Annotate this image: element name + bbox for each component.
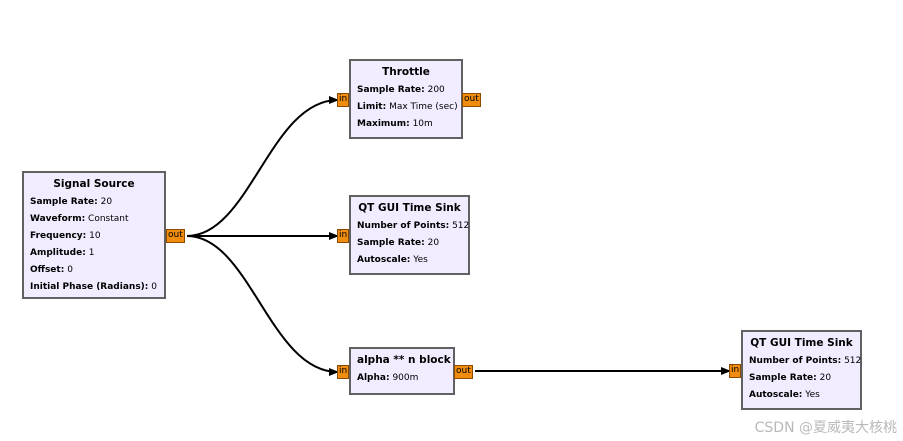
param-row: Sample Rate: 200: [357, 82, 455, 99]
alpha-block-in-port[interactable]: in: [337, 365, 350, 379]
param-row: Sample Rate: 20: [749, 370, 854, 387]
param-row: Number of Points: 512: [357, 218, 469, 235]
param-value: 10m: [412, 119, 433, 129]
signal-source-block[interactable]: Signal Source Sample Rate: 20 Waveform: …: [22, 171, 166, 299]
param-value: 20: [819, 373, 832, 383]
param-row: Waveform: Constant: [30, 211, 158, 228]
param-row: Maximum: 10m: [357, 116, 455, 133]
block-title: Throttle: [382, 66, 430, 78]
param-row: Autoscale: Yes: [357, 252, 462, 269]
param-key: Initial Phase (Radians):: [30, 282, 149, 292]
param-row: Sample Rate: 20: [357, 235, 462, 252]
throttle-block[interactable]: Throttle Sample Rate: 200 Limit: Max Tim…: [349, 59, 463, 139]
param-value: 20: [427, 238, 440, 248]
watermark: CSDN @夏威夷大核桃: [754, 420, 897, 436]
param-row: Offset: 0: [30, 262, 158, 279]
param-key: Frequency:: [30, 231, 87, 241]
param-key: Sample Rate:: [357, 85, 425, 95]
block-title: Signal Source: [53, 178, 135, 190]
time-sink-1-in-port[interactable]: in: [337, 229, 350, 243]
param-row: Initial Phase (Radians): 0: [30, 279, 158, 296]
param-key: Autoscale:: [357, 255, 411, 265]
connection-source-to-alpha-block[interactable]: [186, 235, 339, 376]
param-row: Limit: Max Time (sec): [357, 99, 458, 116]
time-sink-2-block[interactable]: QT GUI Time Sink Number of Points: 512 S…: [741, 330, 862, 410]
param-key: Sample Rate:: [357, 238, 425, 248]
param-key: Maximum:: [357, 119, 410, 129]
param-row: Frequency: 10: [30, 228, 158, 245]
connection-source-to-throttle[interactable]: [186, 96, 339, 237]
param-key: Amplitude:: [30, 248, 86, 258]
throttle-out-port[interactable]: out: [462, 93, 481, 107]
param-row: Alpha: 900m: [357, 370, 447, 387]
param-row: Sample Rate: 20: [30, 194, 158, 211]
param-value: 10: [89, 231, 101, 241]
param-key: Waveform:: [30, 214, 86, 224]
param-value: 512: [844, 356, 862, 366]
block-title: alpha ** n block: [357, 354, 451, 366]
param-key: Number of Points:: [749, 356, 842, 366]
param-key: Alpha:: [357, 373, 390, 383]
alpha-block-out-port[interactable]: out: [454, 365, 473, 379]
param-value: Max Time (sec): [389, 102, 458, 112]
alpha-n-block[interactable]: alpha ** n block Alpha: 900m: [349, 347, 455, 395]
signal-source-out-port[interactable]: out: [166, 229, 185, 243]
param-value: 1: [88, 248, 95, 258]
param-key: Sample Rate:: [749, 373, 817, 383]
param-key: Sample Rate:: [30, 197, 98, 207]
param-value: 900m: [392, 373, 419, 383]
param-row: Autoscale: Yes: [749, 387, 854, 404]
param-key: Number of Points:: [357, 221, 450, 231]
block-title: QT GUI Time Sink: [750, 337, 853, 349]
param-value: 200: [427, 85, 445, 95]
param-key: Autoscale:: [749, 390, 803, 400]
param-value: Yes: [805, 390, 820, 400]
param-key: Offset:: [30, 265, 65, 275]
param-value: Yes: [413, 255, 428, 265]
time-sink-1-block[interactable]: QT GUI Time Sink Number of Points: 512 S…: [349, 195, 470, 275]
time-sink-2-in-port[interactable]: in: [729, 364, 742, 378]
param-row: Number of Points: 512: [749, 353, 861, 370]
param-key: Limit:: [357, 102, 387, 112]
param-value: 512: [452, 221, 470, 231]
param-value: 20: [100, 197, 113, 207]
param-value: Constant: [88, 214, 129, 224]
param-value: 0: [67, 265, 73, 275]
param-row: Amplitude: 1: [30, 245, 158, 262]
param-value: 0: [151, 282, 157, 292]
block-title: QT GUI Time Sink: [358, 202, 461, 214]
throttle-in-port[interactable]: in: [337, 93, 350, 107]
